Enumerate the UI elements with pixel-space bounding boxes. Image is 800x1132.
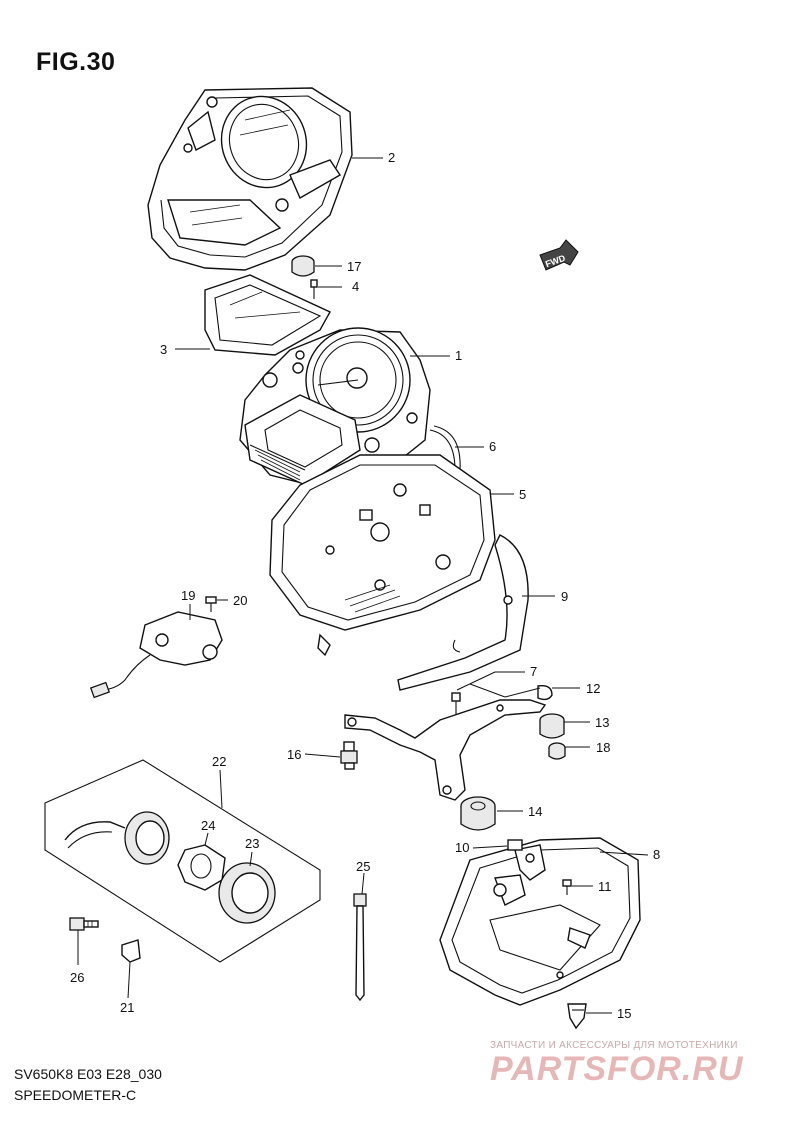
callout-17: 17	[347, 259, 361, 274]
leader-lines	[77, 157, 649, 1014]
callout-13: 13	[595, 715, 609, 730]
screw-11[interactable]	[562, 879, 572, 895]
callout-20: 20	[233, 593, 247, 608]
callout-7: 7	[530, 664, 537, 679]
lower-cover-8[interactable]	[439, 837, 641, 1006]
callout-3: 3	[160, 342, 167, 357]
clip-12[interactable]	[537, 685, 553, 701]
callout-9: 9	[561, 589, 568, 604]
meter-lens-3[interactable]	[204, 274, 331, 356]
callout-6: 6	[489, 439, 496, 454]
figure-name: SPEEDOMETER-C	[14, 1087, 137, 1103]
bolt-26[interactable]	[69, 917, 99, 931]
bolt-16[interactable]	[340, 741, 358, 770]
meter-bracket[interactable]	[344, 699, 547, 801]
callout-8: 8	[653, 847, 660, 862]
callout-22: 22	[212, 754, 226, 769]
callout-2: 2	[388, 150, 395, 165]
callout-23: 23	[245, 836, 259, 851]
grommet-13[interactable]	[539, 713, 565, 739]
watermark-logo: PARTSFOR.RU	[490, 1050, 744, 1088]
grommet-14[interactable]	[460, 796, 496, 831]
callout-21: 21	[120, 1000, 134, 1015]
socket-22[interactable]	[64, 811, 170, 865]
nut-10[interactable]	[507, 839, 523, 851]
clamp-21[interactable]	[121, 939, 141, 963]
fwd-arrow-icon: FWD	[539, 239, 579, 271]
meter-cover-upper[interactable]	[147, 84, 353, 271]
callout-10: 10	[455, 840, 469, 855]
screw-4[interactable]	[310, 279, 318, 299]
callout-18: 18	[596, 740, 610, 755]
callout-26: 26	[70, 970, 84, 985]
spacer-18[interactable]	[548, 742, 566, 760]
callout-numbers: 2 17 4 3 1 6 5 9 7 12 13 18 16 14 10 8 1…	[70, 150, 660, 1021]
callout-15: 15	[617, 1006, 631, 1021]
callout-16: 16	[287, 747, 301, 762]
grommet-17[interactable]	[291, 255, 315, 277]
callout-4: 4	[352, 279, 359, 294]
clip-15[interactable]	[567, 1003, 587, 1030]
rubber-boot-9[interactable]	[397, 534, 529, 691]
callout-1: 1	[455, 348, 462, 363]
screw-7[interactable]	[451, 692, 461, 714]
callout-14: 14	[528, 804, 542, 819]
screw-20[interactable]	[205, 596, 217, 612]
callout-24: 24	[201, 818, 215, 833]
callout-5: 5	[519, 487, 526, 502]
socket-kit-box-22	[44, 759, 321, 963]
seal-ring-23[interactable]	[218, 862, 276, 924]
meter-case-5[interactable]	[269, 454, 496, 657]
figure-code: SV650K8 E03 E28_030	[14, 1066, 162, 1082]
callout-12: 12	[586, 681, 600, 696]
callout-19: 19	[181, 588, 195, 603]
sensor-19[interactable]	[89, 611, 223, 699]
lamp-holder-24[interactable]	[177, 844, 226, 891]
figure-title: FIG.30	[36, 48, 116, 76]
watermark-subtitle: ЗАПЧАСТИ И АКСЕССУАРЫ ДЛЯ МОТОТЕХНИКИ	[490, 1040, 738, 1051]
cable-tie-25[interactable]	[353, 893, 367, 1002]
callout-25: 25	[356, 859, 370, 874]
callout-11: 11	[598, 879, 612, 894]
